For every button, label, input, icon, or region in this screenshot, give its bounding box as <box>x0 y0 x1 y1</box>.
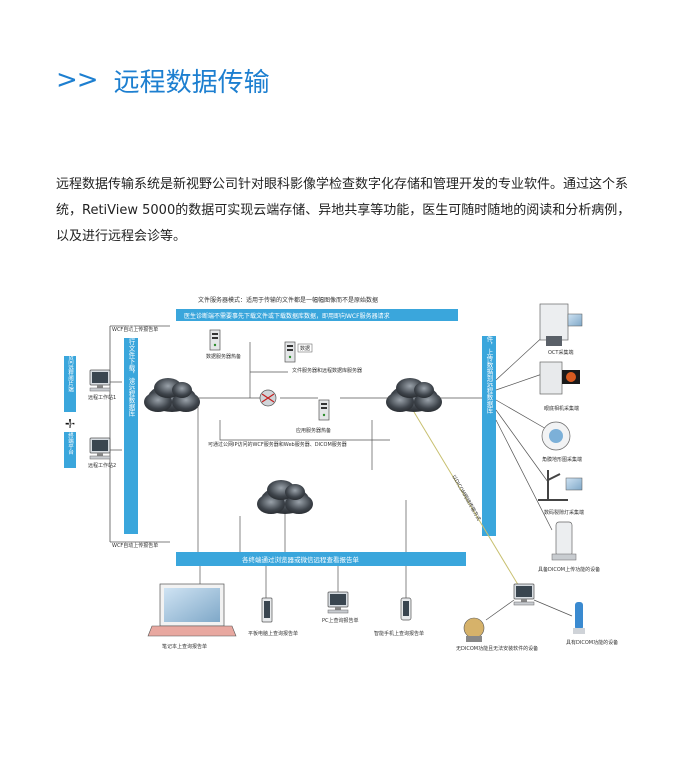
topography-device-icon <box>541 421 571 451</box>
server-note: 可通过公网IP访问的WCF服务器和Web服务器、DICOM服务器 <box>208 441 347 448</box>
fundus-label: 眼底相机采集端 <box>544 405 579 412</box>
workstation-1-label: 远程工作站1 <box>88 394 116 401</box>
plus-sign: + <box>64 416 76 432</box>
laptop-label: 笔记本上查询报告单 <box>162 643 207 650</box>
data-tag <box>297 343 313 353</box>
topography-label: 角膜地形图采集端 <box>542 456 582 463</box>
relay-links <box>485 599 573 621</box>
workstation-1-icon <box>89 369 111 392</box>
section-header: >> 远程数据传输 <box>56 60 270 100</box>
pc-terminal-label: PC上查询报告单 <box>322 617 359 624</box>
top-banner <box>176 309 458 321</box>
oct-label: OCT采集端 <box>548 349 573 356</box>
page-title: 远程数据传输 <box>113 67 270 98</box>
bottom-banner <box>176 552 466 566</box>
left-box-remote-text: 通过外网访问远程阅片端 <box>67 331 74 394</box>
file-server-label: 文件服务器和远程数据库服务器 <box>292 367 362 374</box>
data-tag-text: 数据 <box>300 345 310 352</box>
no-dicom-label: 无DICOM功能且无法安装软件的设备 <box>456 645 538 652</box>
left-box-mobile-text: 移动终端平台 <box>67 420 74 456</box>
terminal-links <box>199 566 407 600</box>
no-dicom-device-icon <box>463 617 485 642</box>
chevron-right-icon: >> <box>56 65 99 95</box>
smartphone-icon <box>400 597 412 621</box>
top-banner-text: 医生诊断端不需要事先下载文件或下载数据库数据，即用即向WCF服务器请求 <box>184 312 390 320</box>
pc-terminal-icon <box>327 591 349 614</box>
wcf-upload-bottom: WCF自动上传报告单 <box>112 542 158 549</box>
workstation-2-label: 远程工作站2 <box>88 462 116 469</box>
center-links <box>196 342 390 540</box>
smartphone-label: 智能手机上查询报告单 <box>374 630 424 637</box>
left-vertical-bar-text: 通过WCF进行文件下载，读远程数据库 <box>127 303 135 418</box>
ws-connectors <box>110 381 122 451</box>
bottom-banner-text: 各终端通过浏览器或微信远程查看报告单 <box>242 555 360 564</box>
bottom-links <box>197 500 407 552</box>
dicom-device-2-label: 具有DICOM功能的设备 <box>566 639 618 646</box>
left-box-mobile <box>64 432 76 468</box>
slit-lamp-label: 数码裂隙灯采集端 <box>544 509 584 516</box>
wcf-upload-top: WCF自动上传报告单 <box>112 326 158 333</box>
relay-pc-icon <box>513 583 535 606</box>
dicom-line <box>413 411 521 589</box>
intro-line: 远程数据传输系统是新视野公司针对眼科影像学检查数字化存储和管理开发的专业软件。通… <box>56 177 629 192</box>
cloud-left-icon <box>144 378 200 412</box>
right-links <box>438 331 553 531</box>
app-server-label: 应用服务器热备 <box>296 427 331 434</box>
workstation-2-icon <box>89 437 111 460</box>
file-server-icon <box>284 341 296 363</box>
oct-device-icon <box>539 303 583 346</box>
dicom-device-2-icon <box>573 602 585 634</box>
mode-note: 文件服务器模式：适用于传输的文件都是一幅幅图像而不是原始数据 <box>198 296 378 304</box>
cloud-bottom-icon <box>257 480 313 514</box>
left-vertical-bar <box>124 338 138 534</box>
dicom-upload-device-icon <box>551 521 577 561</box>
right-vertical-bar <box>482 336 496 536</box>
dicom-upload-label: 具备DICOM上传功能的设备 <box>538 566 600 573</box>
tablet-icon <box>261 597 273 623</box>
laptop-icon <box>147 583 237 637</box>
data-server-icon <box>209 329 221 351</box>
tablet-label: 平板电脑上查询报告单 <box>248 630 298 637</box>
router-arrows <box>261 393 275 403</box>
dicom-via-label: 以DICOM网络传输方式 <box>450 474 482 523</box>
intro-paragraph: 远程数据传输系统是新视野公司针对眼科影像学检查数字化存储和管理开发的专业软件。通… <box>56 172 652 250</box>
intro-line: 以及进行远程会诊等。 <box>56 229 187 244</box>
fundus-device-icon <box>539 361 580 395</box>
intro-line: 统，RetiView 5000的数据可实现云端存储、异地共享等功能，医生可随时随… <box>56 203 631 218</box>
data-server-label: 数据服务器热备 <box>206 353 241 360</box>
slit-lamp-device-icon <box>538 470 583 501</box>
app-server-icon <box>318 399 330 421</box>
left-box-remote <box>64 356 76 412</box>
left-bracket <box>109 325 170 543</box>
cloud-right-icon <box>386 378 442 412</box>
right-vertical-bar-text: 通过WCF上传原始文件，上传数据到远程数据库 <box>485 274 493 415</box>
